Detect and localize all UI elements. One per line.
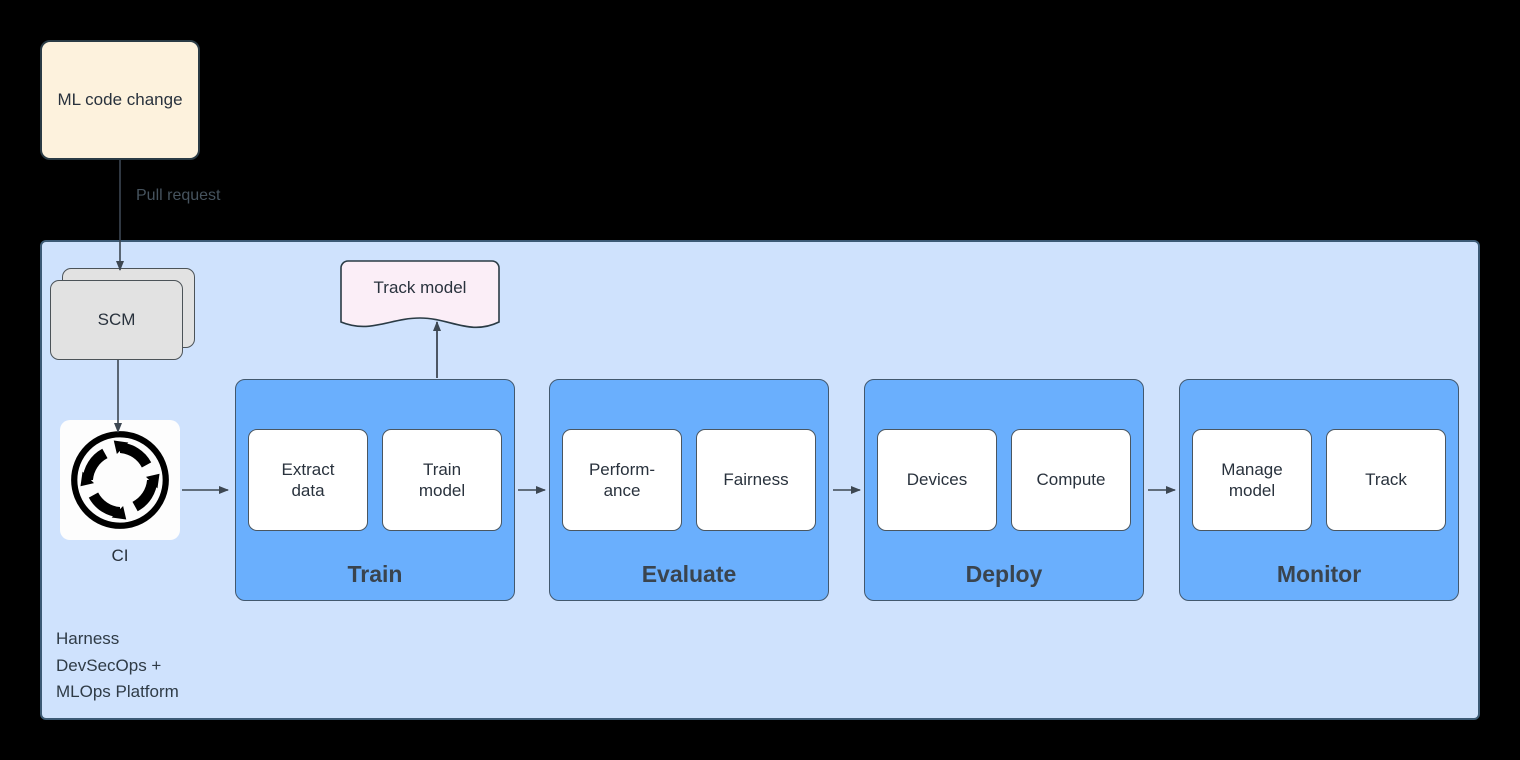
pull-request-edge-label: Pull request bbox=[136, 187, 221, 204]
card-manage-model[interactable]: Manage model bbox=[1192, 429, 1312, 531]
stage-monitor-cards: Manage model Track bbox=[1192, 429, 1446, 531]
stage-evaluate-title: Evaluate bbox=[641, 561, 737, 587]
card-compute[interactable]: Compute bbox=[1011, 429, 1131, 531]
circular-arrows-icon bbox=[71, 431, 169, 529]
stage-evaluate-cards: Perform- ance Fairness bbox=[562, 429, 816, 531]
ci-label: CI bbox=[111, 546, 129, 565]
stage-deploy[interactable]: Devices Compute Deploy bbox=[864, 379, 1144, 601]
card-fairness[interactable]: Fairness bbox=[696, 429, 816, 531]
ml-code-change-node[interactable]: ML code change bbox=[40, 40, 200, 160]
card-train-model[interactable]: Train model bbox=[382, 429, 502, 531]
note-shape-icon bbox=[340, 260, 500, 329]
stage-monitor[interactable]: Manage model Track Monitor bbox=[1179, 379, 1459, 601]
card-devices[interactable]: Devices bbox=[877, 429, 997, 531]
stage-deploy-title: Deploy bbox=[965, 561, 1043, 587]
stage-monitor-title: Monitor bbox=[1276, 561, 1362, 587]
track-model-note[interactable]: Track model bbox=[340, 260, 500, 332]
track-model-label: Track model bbox=[373, 278, 467, 297]
scm-node[interactable]: SCM bbox=[50, 268, 195, 360]
card-track[interactable]: Track bbox=[1326, 429, 1446, 531]
scm-label: SCM bbox=[50, 280, 183, 360]
ci-node[interactable] bbox=[60, 420, 180, 540]
stage-train-cards: Extract data Train model bbox=[248, 429, 502, 531]
platform-caption: Harness DevSecOps + MLOps Platform bbox=[56, 629, 179, 701]
stage-train[interactable]: Extract data Train model Train bbox=[235, 379, 515, 601]
stage-deploy-cards: Devices Compute bbox=[877, 429, 1131, 531]
stage-evaluate[interactable]: Perform- ance Fairness Evaluate bbox=[549, 379, 829, 601]
card-performance[interactable]: Perform- ance bbox=[562, 429, 682, 531]
stage-train-title: Train bbox=[347, 561, 403, 587]
card-extract-data[interactable]: Extract data bbox=[248, 429, 368, 531]
